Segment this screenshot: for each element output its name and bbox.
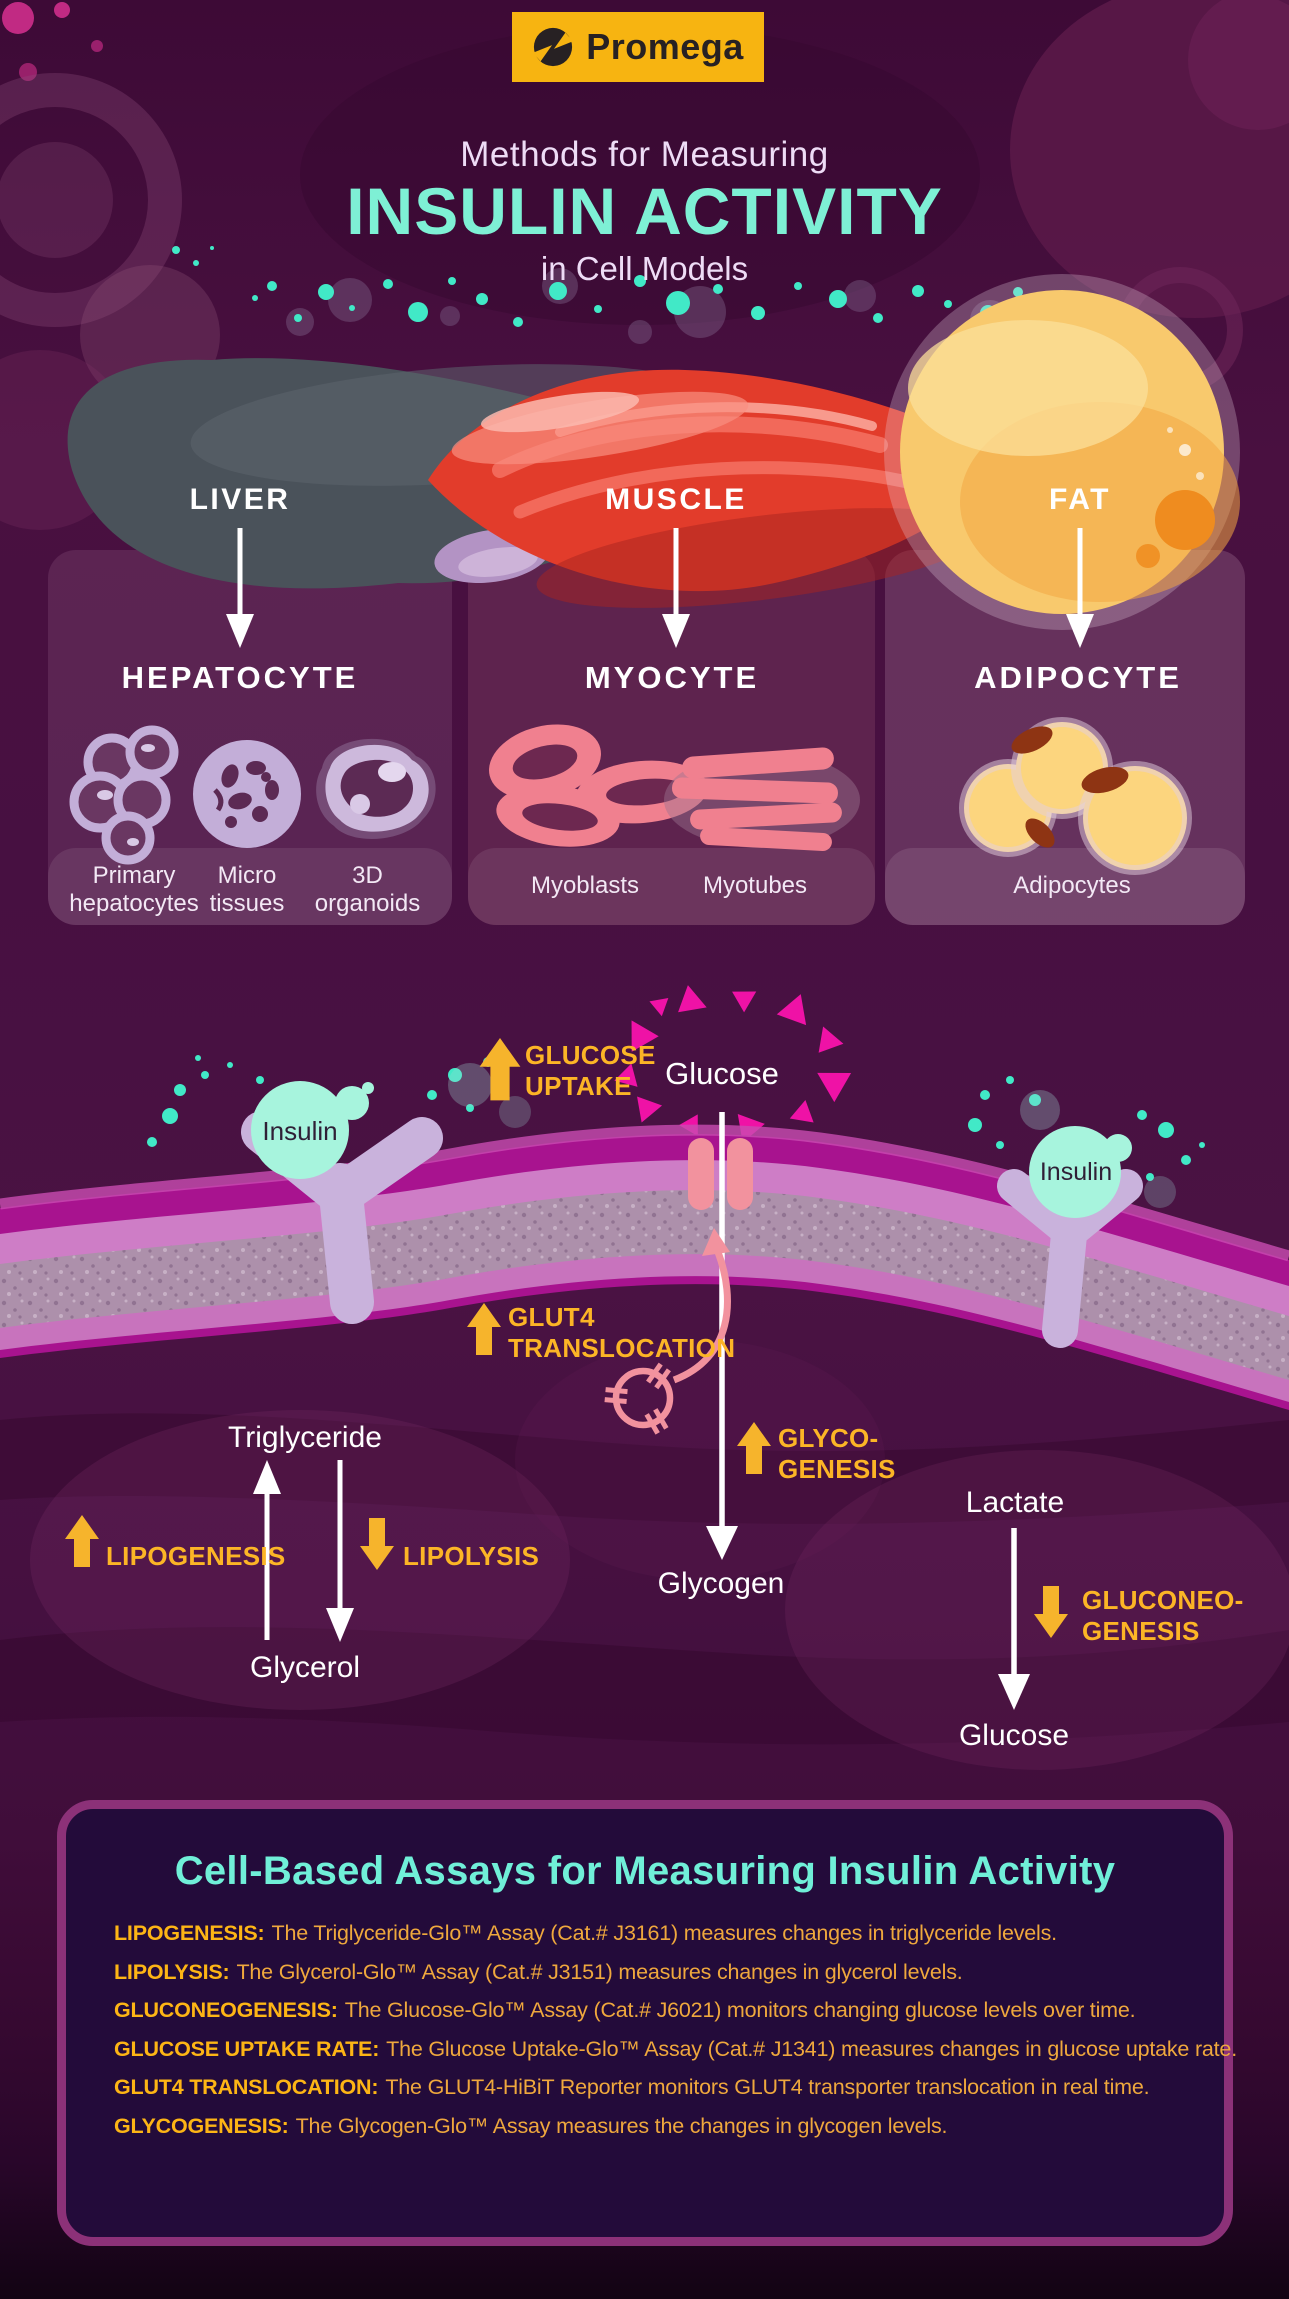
- glycogen-label: Glycogen: [657, 1567, 785, 1600]
- organoid-icon: [316, 738, 436, 839]
- insulin-label-left: Insulin: [262, 1116, 338, 1146]
- glucose-output-label: Glucose: [958, 1719, 1070, 1752]
- promega-logo-icon: [533, 27, 574, 67]
- title-line3: in Cell Models: [540, 250, 749, 287]
- assay-row-glut4-translocation: GLUT4 TRANSLOCATION:The GLUT4-HiBiT Repo…: [114, 2075, 1150, 2100]
- cell-type-hepatocyte: HEPATOCYTE: [121, 660, 359, 695]
- lactate-label: Lactate: [965, 1486, 1065, 1519]
- promega-logo: Promega: [512, 12, 764, 82]
- insulin-label-right: Insulin: [1039, 1158, 1113, 1186]
- assay-list: LIPOGENESIS:The Triglyceride-Glo™ Assay …: [114, 1921, 1237, 2153]
- model-myoblasts: Myoblasts: [530, 872, 640, 899]
- muscle-illustration: [428, 369, 1012, 608]
- organ-label-fat: FAT: [1049, 483, 1111, 516]
- glucose-extracellular-label: Glucose: [665, 1056, 779, 1091]
- model-myotubes: Myotubes: [702, 872, 808, 899]
- glut4-channel-icon: [688, 1138, 753, 1210]
- model-adipocytes: Adipocytes: [1013, 872, 1131, 899]
- model-3d-organoids: 3D organoids: [314, 862, 421, 918]
- adipocytes-icon: [959, 717, 1192, 875]
- glut4-up-arrow-icon: [467, 1303, 501, 1355]
- title-line1: Methods for Measuring: [460, 135, 829, 174]
- triglyceride-glycerol-arrows: [253, 1460, 354, 1642]
- organ-label-muscle: MUSCLE: [605, 483, 747, 516]
- lipolysis-label: LIPOLYSIS: [403, 1541, 540, 1571]
- glut4-translocation-label: GLUT4 TRANSLOCATION: [508, 1302, 736, 1363]
- model-primary-hepatocytes: Primary hepatocytes: [69, 862, 199, 918]
- assay-row-gluconeogenesis: GLUCONEOGENESIS:The Glucose-Glo™ Assay (…: [114, 1998, 1136, 2023]
- glut4-vesicle-icon: [604, 1228, 731, 1435]
- micro-tissues-icon: [193, 740, 301, 848]
- cytoplasm-shading: [0, 1340, 1289, 1770]
- lipogenesis-label: LIPOGENESIS: [106, 1541, 286, 1571]
- insulin-receptor-right: [968, 1076, 1205, 1348]
- assay-row-lipolysis: LIPOLYSIS:The Glycerol-Glo™ Assay (Cat.#…: [114, 1959, 963, 1984]
- myoblasts-icon: [489, 724, 708, 847]
- lactate-to-glucose-arrow: [998, 1528, 1030, 1710]
- organ-label-liver: LIVER: [189, 483, 291, 516]
- cell-type-myocyte: MYOCYTE: [584, 660, 760, 695]
- triglyceride-label: Triglyceride: [228, 1421, 382, 1454]
- assay-row-glucose-uptake-rate: GLUCOSE UPTAKE RATE:The Glucose Uptake-G…: [114, 2036, 1237, 2061]
- page-title: INSULIN ACTIVITY: [346, 174, 943, 248]
- promega-logo-text: Promega: [586, 26, 744, 67]
- myotubes-icon: [664, 747, 860, 851]
- assay-panel-title: Cell-Based Assays for Measuring Insulin …: [174, 1849, 1116, 1893]
- model-micro-tissues: Micro tissues: [209, 862, 285, 918]
- glycogenesis-label: GLYCO- GENESIS: [778, 1423, 896, 1484]
- cell-type-adipocyte: ADIPOCYTE: [974, 660, 1182, 695]
- organ-arrows: [226, 528, 1094, 648]
- assay-row-lipogenesis: LIPOGENESIS:The Triglyceride-Glo™ Assay …: [114, 1921, 1057, 1945]
- assay-row-glycogenesis: GLYCOGENESIS:The Glycogen-Glo™ Assay mea…: [114, 2113, 948, 2138]
- insulin-receptor-left: [147, 1055, 531, 1324]
- primary-hepatocytes-icon: [69, 725, 179, 865]
- assay-panel: Cell-Based Assays for Measuring Insulin …: [57, 1800, 1237, 2246]
- glycerol-label: Glycerol: [249, 1651, 361, 1684]
- gluconeogenesis-label: GLUCONEO- GENESIS: [1082, 1585, 1244, 1646]
- glucose-uptake-label: GLUCOSE UPTAKE: [525, 1040, 656, 1101]
- fat-illustration: [884, 274, 1240, 630]
